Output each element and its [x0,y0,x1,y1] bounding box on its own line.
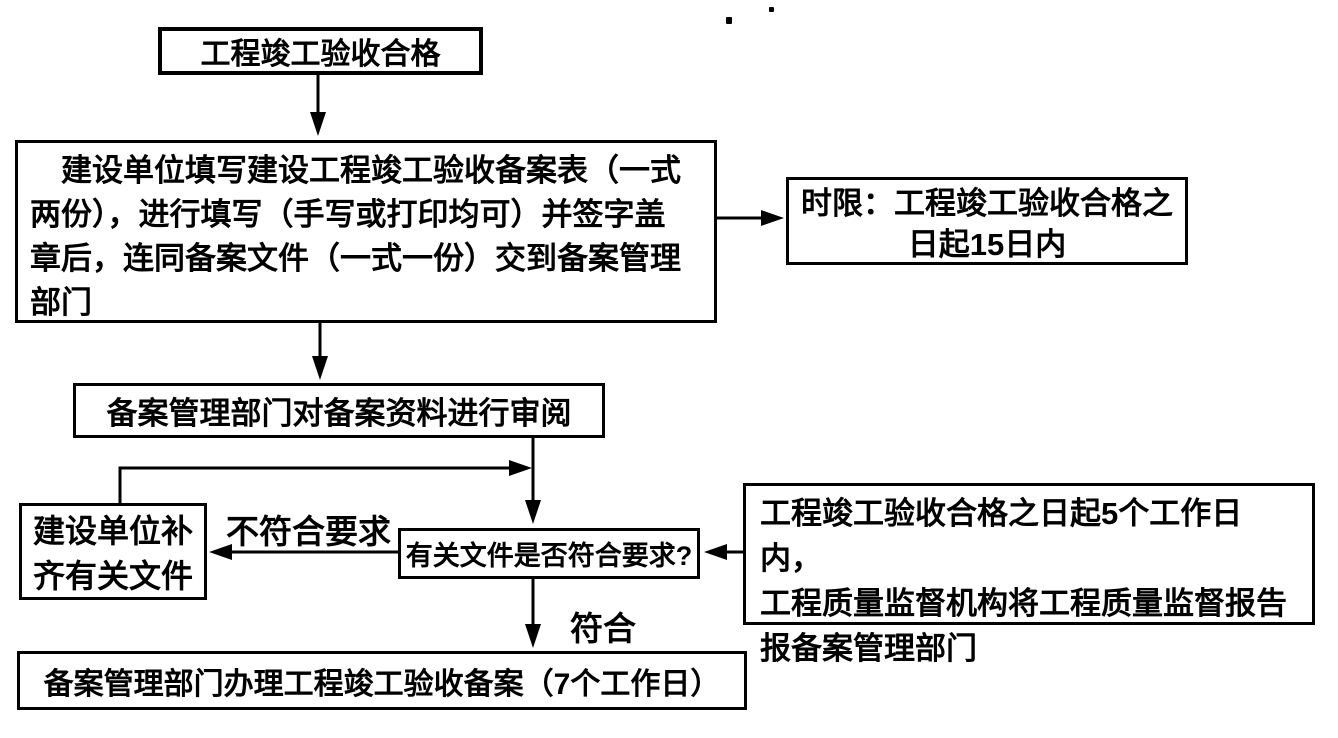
edge-decision-to-filing [525,579,541,648]
edge-acceptance-to-fillform [310,75,326,136]
node-supervision-line1: 工程竣工验收合格之日起5个工作日内， [760,496,1243,576]
node-acceptance-label: 工程竣工验收合格 [200,38,441,71]
node-fill-form: 建设单位填写建设工程竣工验收备案表（一式 两份），进行填写（手写或打印均可）并签… [15,140,717,323]
node-fill-form-line3: 章后，连同备案文件（一式一份）交到备案管理 [30,241,681,276]
node-supplement-line1: 建设单位补 [32,513,193,549]
node-fill-form-line1: 建设单位填写建设工程竣工验收备案表（一式 [61,153,681,188]
edge-supervision-to-decision [704,544,743,560]
node-deadline-line2: 日起15日内 [907,227,1067,262]
node-filing: 备案管理部门办理工程竣工验收备案（7个工作日） [17,651,747,710]
node-supplement: 建设单位补 齐有关文件 [19,503,207,600]
ink-speck [726,17,732,24]
node-deadline-line1: 时限：工程竣工验收合格之 [801,186,1173,221]
node-supervision: 工程竣工验收合格之日起5个工作日内， 工程质量监督机构将工程质量监督报告 报备案… [743,483,1315,666]
edge-fillform-to-deadline [717,210,784,226]
node-supervision-line2: 工程质量监督机构将工程质量监督报告 [760,586,1287,621]
edge-decision-to-supplement [209,544,398,560]
node-decision: 有关文件是否符合要求? [398,528,700,579]
edge-label-conform: 符合 [570,610,636,647]
node-supervision-line3: 报备案管理部门 [760,631,977,666]
edge-fillform-to-review [312,323,328,380]
node-filing-label: 备案管理部门办理工程竣工验收备案（7个工作日） [43,667,721,701]
node-deadline: 时限：工程竣工验收合格之 日起15日内 [786,177,1188,265]
edge-label-not-conform: 不符合要求 [226,513,391,550]
ink-speck [769,7,774,12]
node-fill-form-line4: 部门 [30,285,92,320]
node-acceptance: 工程竣工验收合格 [158,27,483,75]
node-review-label: 备案管理部门对备案资料进行审阅 [106,396,572,431]
edge-review-to-decision [525,438,541,524]
node-fill-form-line2: 两份），进行填写（手写或打印均可）并签字盖 [30,197,666,232]
edge-supplement-feedback [118,460,532,503]
node-review: 备案管理部门对备案资料进行审阅 [73,383,605,438]
node-supplement-line2: 齐有关文件 [32,558,193,594]
node-decision-label: 有关文件是否符合要求? [405,541,693,571]
